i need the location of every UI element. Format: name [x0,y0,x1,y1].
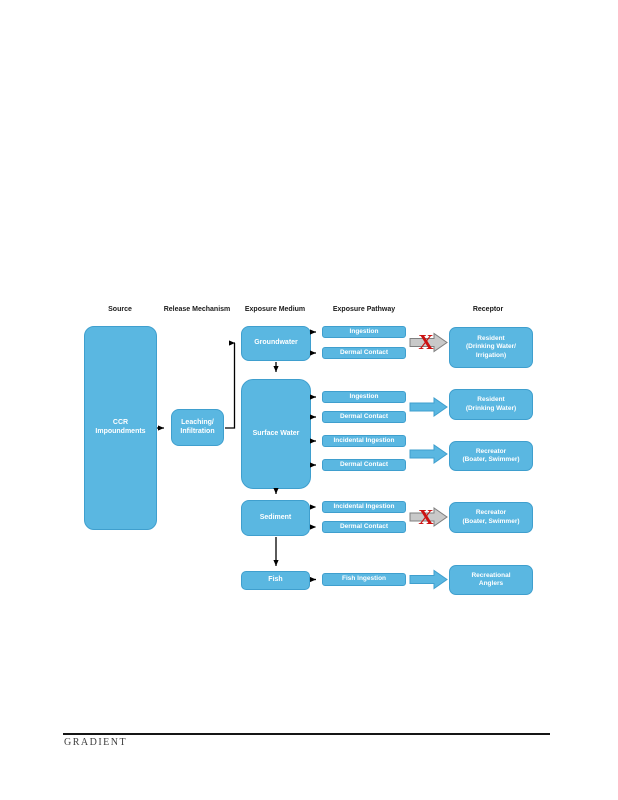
receptor-box-recreator-surface-water: Recreator (Boater, Swimmer) [449,441,533,471]
pathway-box-sw-dermal-contact: Dermal Contact [322,411,406,423]
pathway-box-sw-ingestion: Ingestion [322,391,406,403]
incomplete-pathway-x-groundwater: X [418,330,434,354]
pathway-box-gw-ingestion: Ingestion [322,326,406,338]
open-arrow-sw-recreator [409,444,448,464]
receptor-box-resident-irrigation: Resident (Drinking Water/ Irrigation) [449,327,533,368]
pathway-box-gw-dermal-contact: Dermal Contact [322,347,406,359]
footer-rule [63,733,550,735]
gradient-logo: GRADIENT [64,737,128,748]
medium-box-surface-water: Surface Water [241,379,311,489]
pathway-box-sw-incidental-ingestion: Incidental Ingestion [322,435,406,447]
medium-box-groundwater: Groundwater [241,326,311,361]
release-box-leaching-infiltration: Leaching/ Infiltration [171,409,224,446]
source-box-ccr-impoundments: CCR Impoundments [84,326,157,530]
header-release-mechanism: Release Mechanism [163,306,231,313]
header-exposure-pathway: Exposure Pathway [332,306,396,313]
open-arrow-fish-anglers [409,569,448,590]
incomplete-pathway-x-sediment: X [418,505,434,529]
pathway-box-sed-dermal-contact: Dermal Contact [322,521,406,533]
open-arrow-sw-resident [409,397,448,417]
header-exposure-medium: Exposure Medium [244,306,306,313]
receptor-box-recreator-sediment: Recreator (Boater, Swimmer) [449,502,533,533]
receptor-box-resident-drinking-water: Resident (Drinking Water) [449,389,533,420]
pathway-box-sw-dermal-contact-2: Dermal Contact [322,459,406,471]
arrow-release-to-groundwater [225,340,236,429]
receptor-box-recreational-anglers: Recreational Anglers [449,565,533,595]
pathway-box-fish-ingestion: Fish Ingestion [322,573,406,586]
medium-box-sediment: Sediment [241,500,310,536]
medium-box-fish: Fish [241,571,310,590]
header-source: Source [108,306,132,313]
header-receptor: Receptor [472,306,504,313]
pathway-box-sed-incidental-ingestion: Incidental Ingestion [322,501,406,513]
